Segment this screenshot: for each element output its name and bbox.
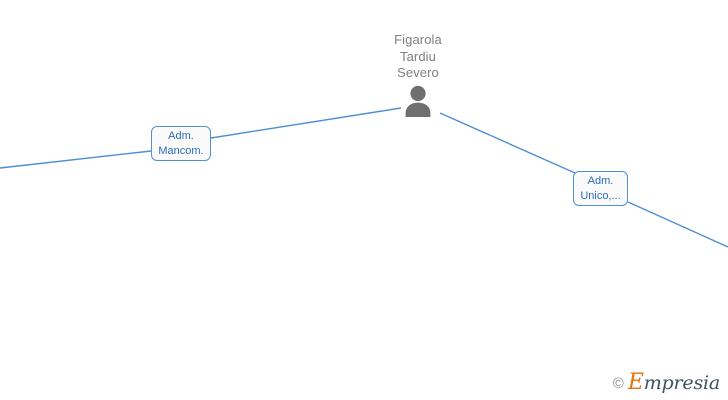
person-icon[interactable] — [401, 85, 435, 117]
relation-label-adm-unico[interactable]: Adm. Unico,... — [573, 171, 628, 206]
relation-label-adm-mancom[interactable]: Adm. Mancom. — [151, 126, 211, 161]
relation-label-line-1: Adm. — [587, 174, 614, 187]
relation-label-line-1: Adm. — [168, 129, 194, 142]
brand-initial: E — [627, 370, 644, 395]
empresia-watermark: © Empresia — [613, 372, 720, 394]
edge-person-to-unico — [439, 112, 576, 174]
person-node[interactable]: Figarola Tardiu Severo — [360, 32, 476, 117]
relation-label-line-2: Mancom. — [158, 144, 204, 157]
brand-rest: mpresia — [643, 372, 720, 394]
relation-label-line-2: Unico,... — [580, 189, 621, 202]
brand-logo-text: Empresia — [628, 372, 720, 394]
edge-left-outer — [0, 150, 152, 169]
edge-right-outer — [627, 201, 728, 248]
copyright-icon: © — [612, 374, 624, 392]
person-name-label: Figarola Tardiu Severo — [394, 32, 442, 80]
